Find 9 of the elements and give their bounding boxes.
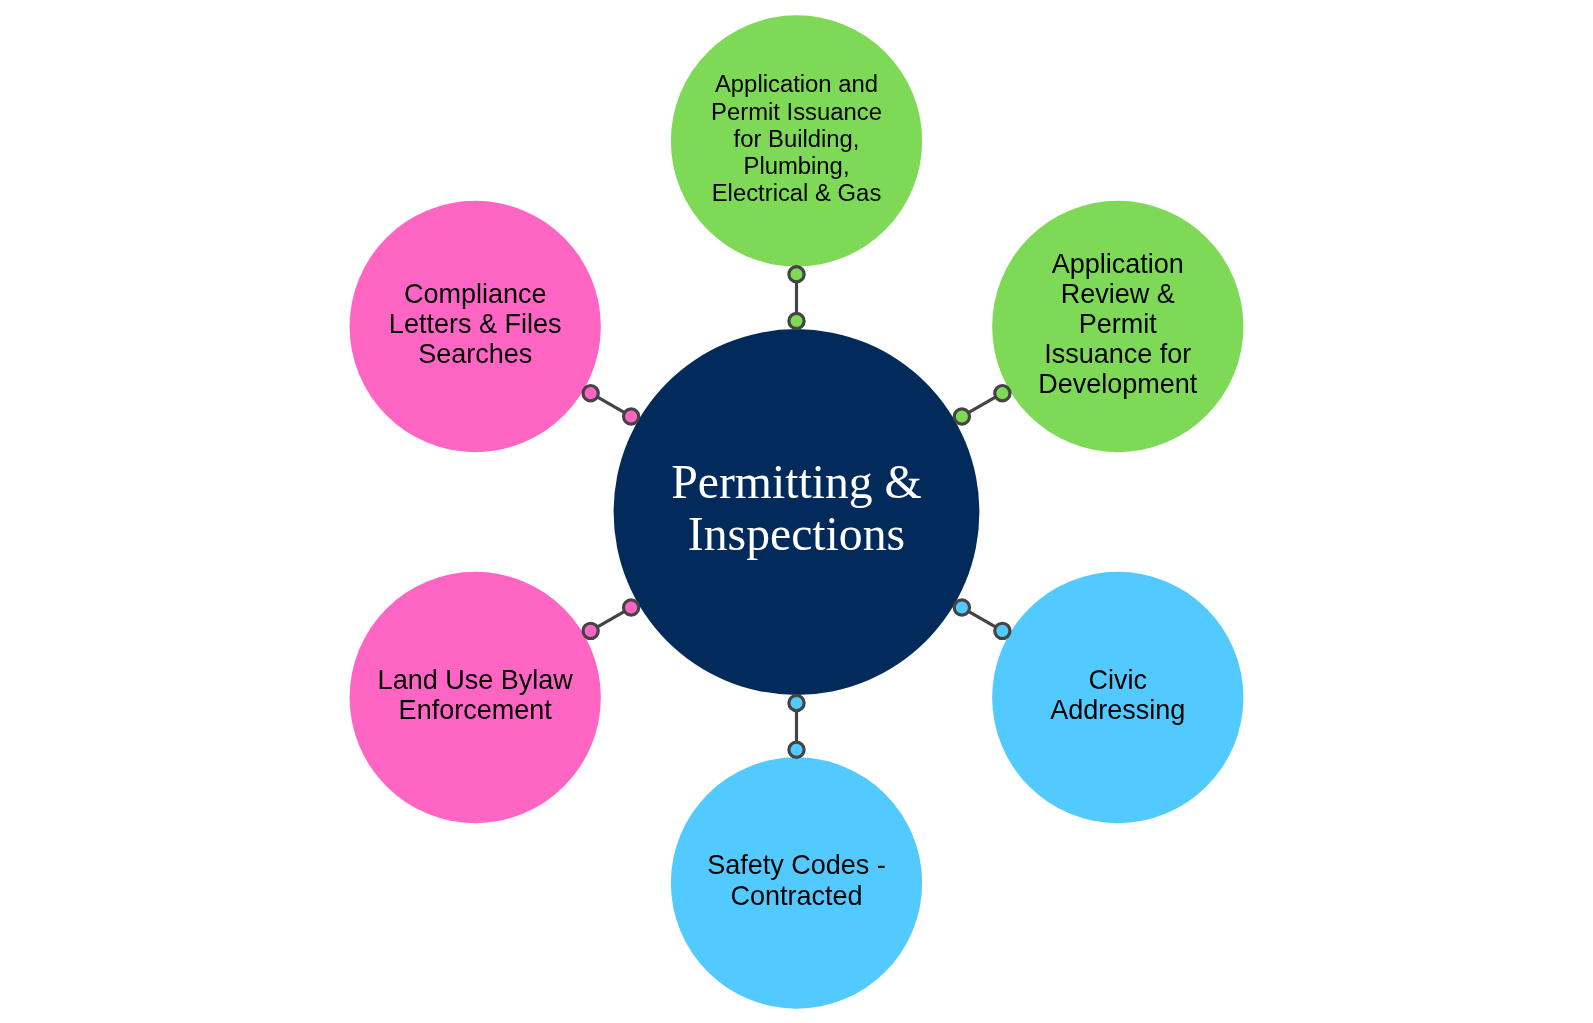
node-circle: Safety Codes - Contracted <box>670 756 923 1009</box>
node-circle: Permitting & Inspections <box>613 328 980 695</box>
connector <box>581 597 641 640</box>
connector <box>787 693 806 759</box>
node-circle: Application and Permit Issuance for Building, Plumbing, Electrical & Gas <box>670 14 923 267</box>
connector <box>581 383 641 426</box>
connector <box>952 597 1012 640</box>
connector <box>952 383 1012 426</box>
connector <box>787 264 806 330</box>
